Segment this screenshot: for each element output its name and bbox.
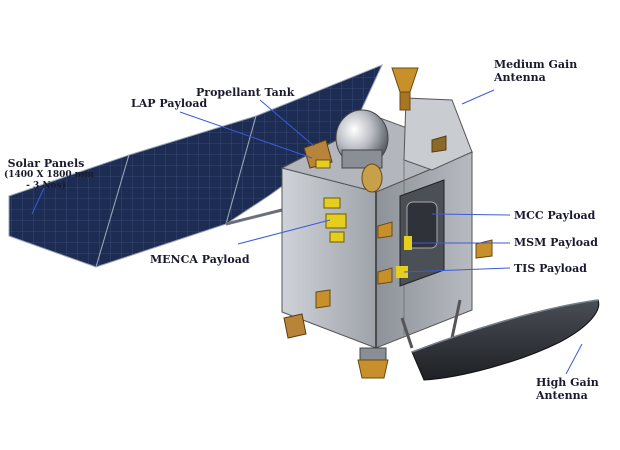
leader-lap-payload	[179, 111, 313, 159]
leader-lines	[31, 89, 583, 375]
leader-solar-panels	[31, 187, 45, 215]
label-mcc-payload: MCC Payload	[514, 209, 596, 222]
label-solar-panels-detail-2: - 3 Nos)	[26, 181, 66, 191]
mcc-camera	[406, 201, 438, 249]
label-solar-panels-title: Solar Panels	[7, 157, 85, 170]
solar-panel-2	[95, 115, 257, 268]
antenna-struts	[400, 299, 462, 349]
label-medium-gain-antenna-line1: Medium Gain	[494, 58, 578, 71]
propellant-tank	[335, 109, 389, 169]
solar-panel-array	[8, 64, 383, 268]
label-lap-payload: LAP Payload	[131, 97, 208, 110]
leader-mcc-payload	[431, 213, 511, 216]
label-tis-payload: TIS Payload	[514, 262, 587, 275]
solar-boom	[225, 208, 283, 226]
label-propellant-tank: Propellant Tank	[196, 86, 295, 99]
medium-gain-antenna	[391, 67, 419, 111]
main-engine	[357, 347, 389, 379]
leader-menca-payload	[237, 219, 331, 245]
msm-payload-box	[404, 236, 412, 250]
high-gain-antenna-dish	[411, 299, 600, 381]
label-medium-gain-antenna: Medium Gain Antenna	[494, 58, 577, 84]
lap-payload-assembly	[303, 139, 333, 169]
leader-medium-gain-antenna	[461, 89, 495, 105]
label-medium-gain-antenna-line2: Antenna	[494, 71, 546, 84]
label-solar-panels: Solar Panels (1400 X 1800 mm - 3 Nos)	[4, 157, 94, 192]
label-solar-panels-detail-1: (1400 X 1800 mm	[4, 170, 94, 180]
thrusters	[283, 135, 493, 339]
label-menca-payload: MENCA Payload	[150, 253, 250, 266]
leader-tis-payload	[403, 267, 511, 273]
leader-high-gain-antenna	[565, 343, 583, 375]
gold-dish	[361, 163, 383, 193]
label-high-gain-antenna-line2: Antenna	[536, 389, 588, 402]
label-msm-payload: MSM Payload	[514, 236, 598, 249]
label-high-gain-antenna-line1: High Gain	[536, 376, 599, 389]
tis-payload-box	[396, 266, 408, 278]
label-high-gain-antenna: High Gain Antenna	[536, 376, 599, 402]
bus-upper-panel	[403, 97, 473, 171]
leader-propellant-tank	[259, 99, 315, 147]
